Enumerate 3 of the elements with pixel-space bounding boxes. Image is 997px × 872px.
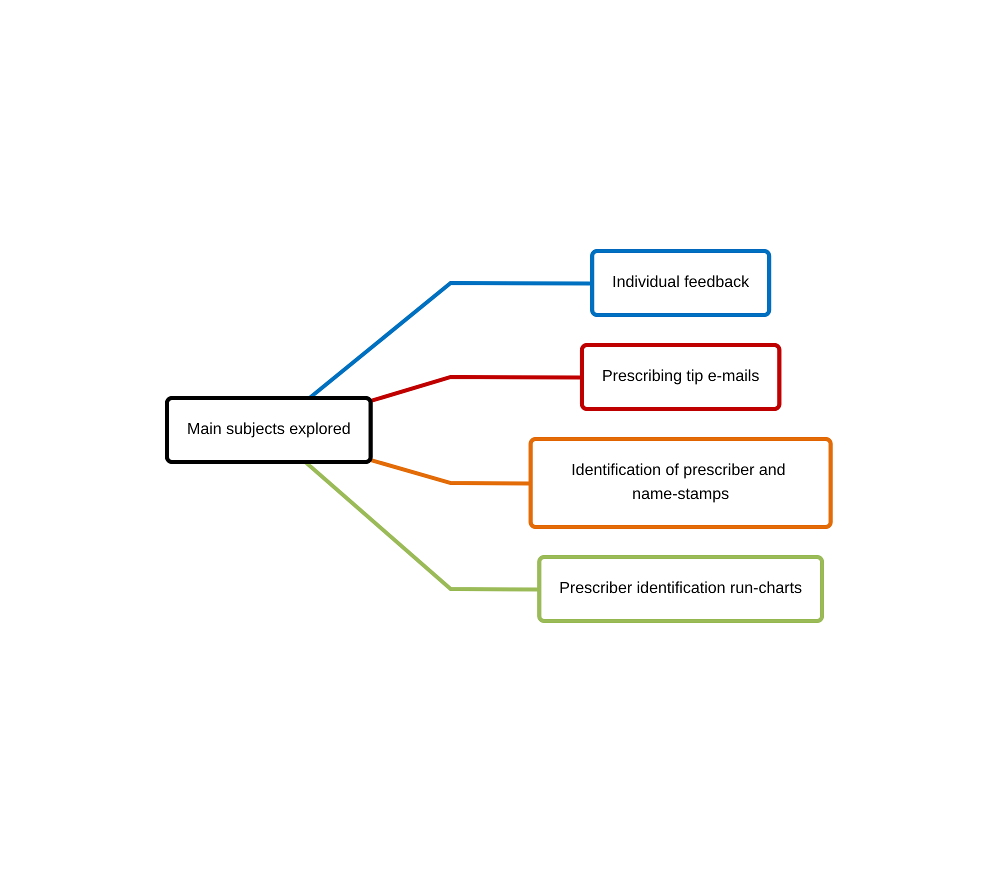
connector [370, 458, 531, 486]
connector [370, 375, 582, 403]
connector [304, 461, 540, 592]
